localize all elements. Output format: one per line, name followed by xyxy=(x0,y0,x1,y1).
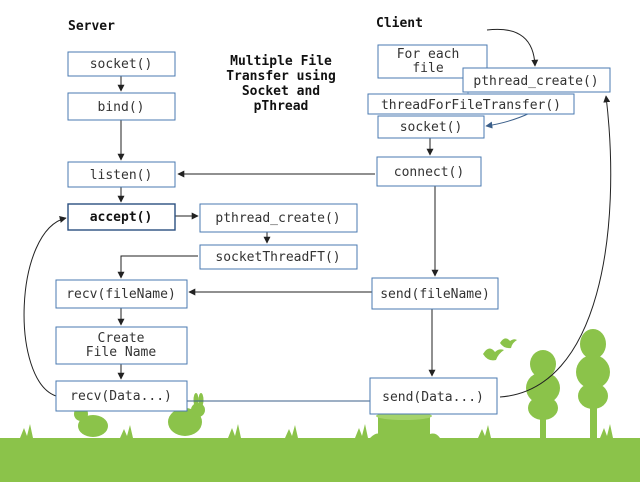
node-label: socket() xyxy=(90,57,153,72)
arrow-socketthread-recvfilename xyxy=(117,255,198,279)
server-recv-filename-node: recv(fileName) xyxy=(55,279,188,309)
server-accept-node: accept() xyxy=(67,203,176,231)
client-header: Client xyxy=(376,16,423,31)
tree-silhouette xyxy=(526,329,610,438)
node-label: bind() xyxy=(98,100,145,115)
arrow-thread-socket xyxy=(485,112,531,129)
server-listen-node: listen() xyxy=(67,161,176,188)
stump-silhouette xyxy=(370,412,440,438)
arrow-foreach-pthread xyxy=(486,28,539,67)
title-line: Transfer using xyxy=(226,69,336,84)
node-label: recv(Data...) xyxy=(70,389,172,404)
client-thread-for-file-node: threadForFileTransfer() xyxy=(367,93,575,115)
node-label: send(Data...) xyxy=(382,390,484,405)
node-label: file xyxy=(412,61,443,76)
client-send-data-node: send(Data...) xyxy=(369,377,498,415)
node-label: threadForFileTransfer() xyxy=(381,98,561,113)
node-label: Create xyxy=(98,331,145,346)
node-label: pthread_create() xyxy=(473,74,598,89)
node-label: accept() xyxy=(90,210,153,225)
node-label: For each xyxy=(397,47,460,62)
title-line: pThread xyxy=(254,99,309,114)
client-socket-node: socket() xyxy=(377,115,485,139)
rabbit-silhouette xyxy=(74,393,205,437)
node-label: socketThreadFT() xyxy=(215,250,340,265)
client-send-filename-node: send(fileName) xyxy=(371,277,499,310)
grass-tufts xyxy=(20,424,613,438)
node-label: pthread_create() xyxy=(215,211,340,226)
node-label: socket() xyxy=(400,120,463,135)
title-line: Multiple File xyxy=(230,54,332,69)
server-socket-node: socket() xyxy=(67,51,176,77)
server-recv-data-node: recv(Data...) xyxy=(55,380,188,412)
client-pthread-create-node: pthread_create() xyxy=(462,67,611,93)
scenery xyxy=(0,329,640,482)
server-socket-thread-node: socketThreadFT() xyxy=(199,244,358,270)
node-label: listen() xyxy=(90,168,153,183)
arrow-loop-recvdata-accept xyxy=(23,216,67,397)
client-for-each-node: For each file xyxy=(377,44,488,79)
arrow-loop-senddata-pthread xyxy=(499,95,612,398)
title-line: Socket and xyxy=(242,84,320,99)
node-label: recv(fileName) xyxy=(66,287,176,302)
grass-strip xyxy=(0,438,640,482)
node-label: connect() xyxy=(394,165,464,180)
connectors xyxy=(23,28,612,405)
client-connect-node: connect() xyxy=(376,156,482,187)
diagram-title: Multiple File Transfer using Socket and … xyxy=(226,54,336,114)
server-create-filename-node: Create File Name xyxy=(55,326,188,365)
server-bind-node: bind() xyxy=(67,92,176,121)
node-label: File Name xyxy=(86,345,157,360)
server-pthread-create-node: pthread_create() xyxy=(199,203,358,233)
node-label: send(fileName) xyxy=(380,287,490,302)
server-header: Server xyxy=(68,19,115,34)
